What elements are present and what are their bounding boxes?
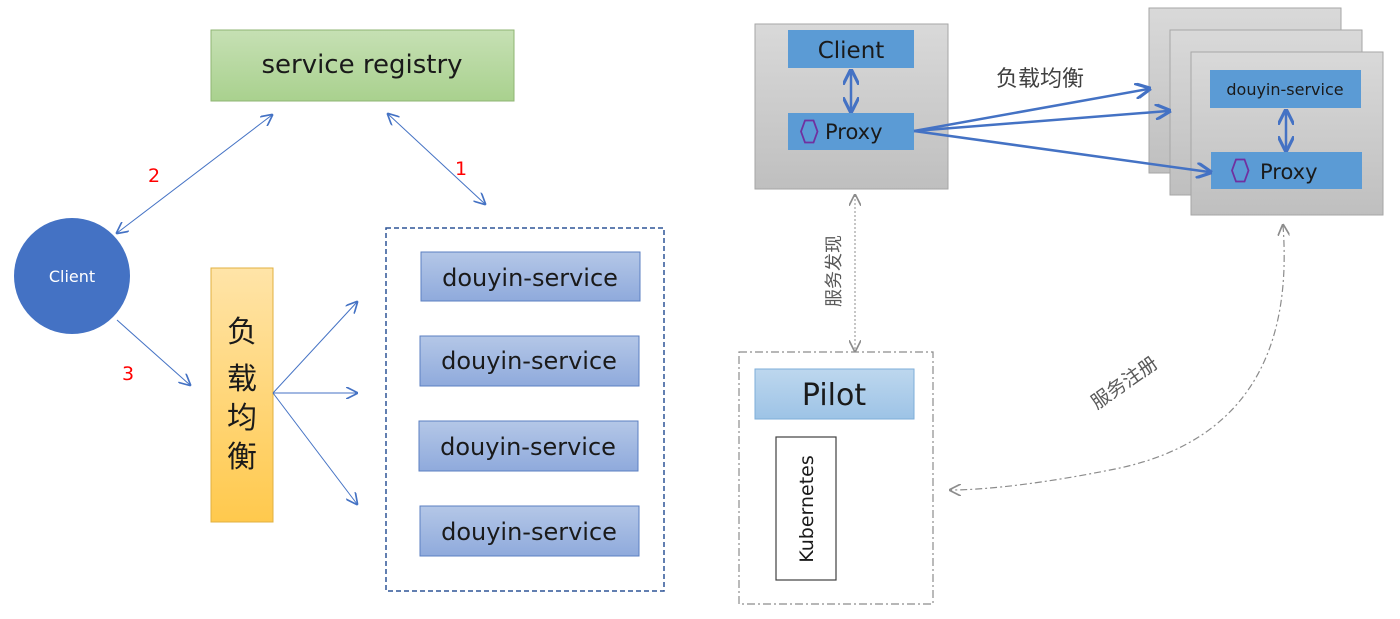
left-diagram: service registry Client 负 载 均 衡 douyin-s… xyxy=(14,29,665,592)
load-balancer-box xyxy=(210,267,274,523)
service-registration-label: 服务注册 xyxy=(1087,352,1162,414)
arrow-registry-services xyxy=(388,114,485,204)
proxy-box-label: Proxy xyxy=(825,120,883,144)
service-discovery-label: 服务发现 xyxy=(824,235,845,307)
client-box xyxy=(788,30,914,68)
client-circle-label: Client xyxy=(49,267,95,286)
proxy2-box xyxy=(1211,152,1362,189)
douyin-service-box-3 xyxy=(418,420,639,472)
arrow-service-registration xyxy=(950,225,1284,490)
douyin-service-label-3: douyin-service xyxy=(440,433,616,461)
proxy2-box-label: Proxy xyxy=(1260,160,1318,184)
step-label-3: 3 xyxy=(122,363,134,385)
arrow-client-registry xyxy=(117,115,272,233)
pilot-box xyxy=(754,368,915,420)
step-label-1: 1 xyxy=(455,158,467,180)
douyin-service-box-4 xyxy=(419,505,640,557)
load-balance-label: 负载均衡 xyxy=(996,67,1084,92)
proxy2-hexagon-icon xyxy=(1231,158,1250,183)
douyin-service-box-2 xyxy=(419,335,640,387)
douyin-service-box-1 xyxy=(420,251,641,302)
load-balancer-char-4: 衡 xyxy=(227,440,257,475)
kubernetes-box xyxy=(775,436,837,581)
arrow-lb-top xyxy=(913,89,1148,133)
arrow-lb-service-top xyxy=(272,302,357,394)
load-balancer-char-1: 负 xyxy=(227,315,257,350)
service-pool-container xyxy=(385,227,665,592)
pilot-container xyxy=(738,351,934,605)
service-registry-box xyxy=(210,29,515,102)
load-balancer-char-3: 均 xyxy=(227,401,257,436)
arrow-lb-mid xyxy=(913,111,1168,133)
step-label-2: 2 xyxy=(148,165,160,187)
arrow-client-loadbalancer xyxy=(116,319,190,385)
arrow-lb-service-bottom xyxy=(272,392,357,504)
douyin-service-label-1: douyin-service xyxy=(442,264,618,292)
kubernetes-label: Kubernetes xyxy=(796,455,818,563)
client-box-label: Client xyxy=(818,38,885,64)
pilot-label: Pilot xyxy=(802,378,866,413)
douyin-service-box-right xyxy=(1210,70,1361,108)
right-diagram: Client Proxy douyin-service Proxy 负载均衡 P… xyxy=(738,7,1384,605)
arrow-lb-bottom xyxy=(913,129,1209,172)
proxy-box xyxy=(788,113,914,150)
douyin-service-label-2: douyin-service xyxy=(441,347,617,375)
load-balancer-char-2: 载 xyxy=(227,362,257,397)
douyin-service-label-right: douyin-service xyxy=(1226,80,1343,99)
douyin-service-label-4: douyin-service xyxy=(441,518,617,546)
proxy-hexagon-icon xyxy=(800,119,819,144)
client-circle xyxy=(14,218,130,334)
service-registry-label: service registry xyxy=(261,50,462,80)
